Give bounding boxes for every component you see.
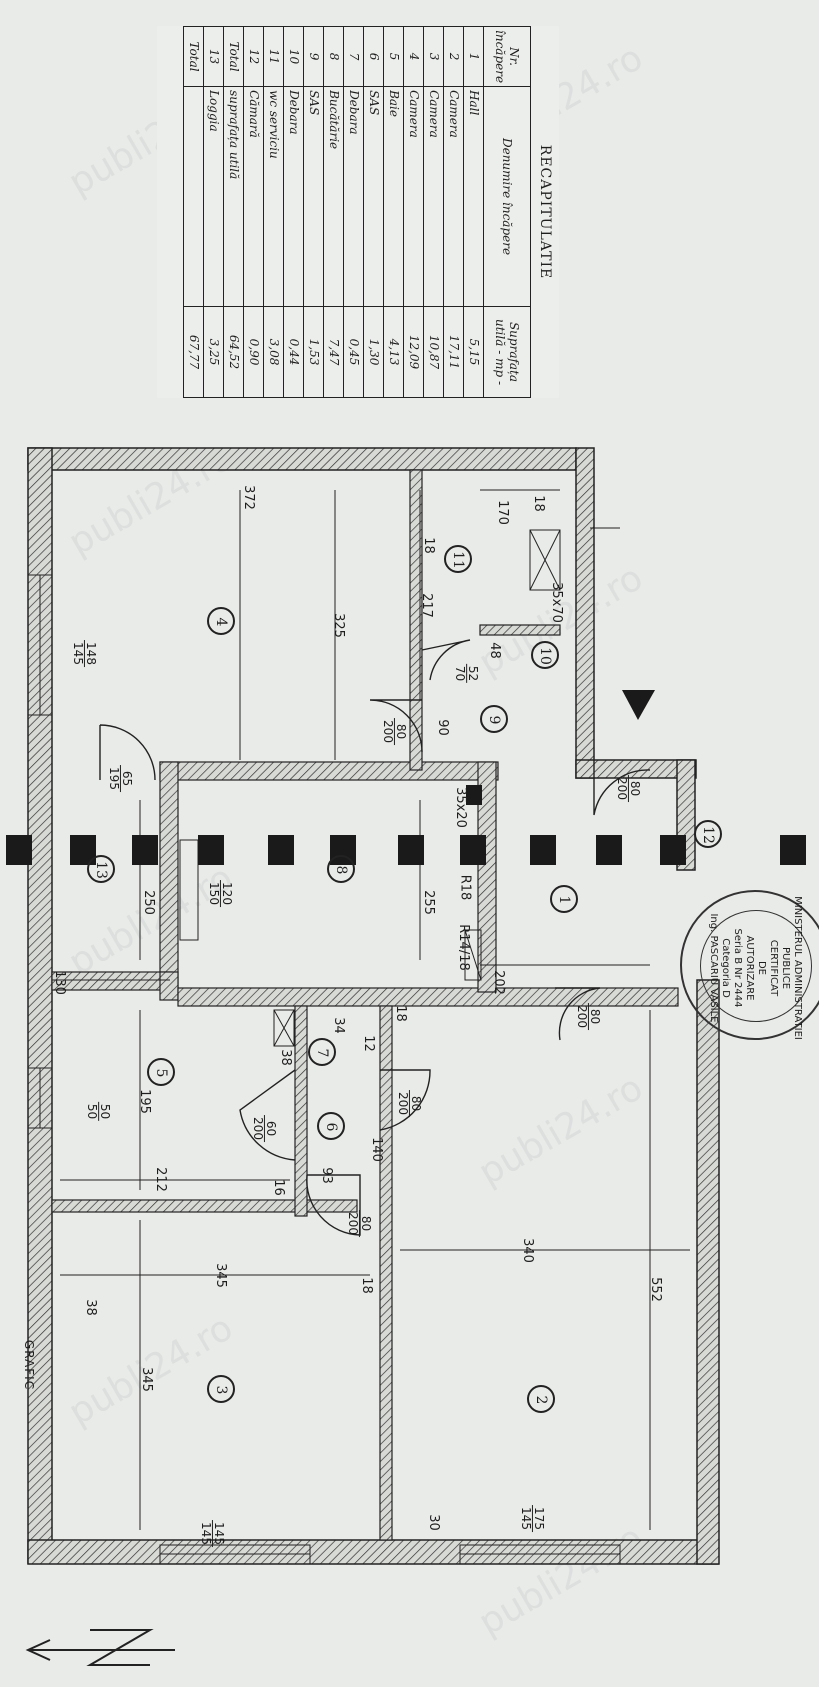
dimension-label: 552 [647, 1277, 663, 1302]
dimension-label: 16 [270, 1179, 286, 1196]
radiator-label: R18 [457, 874, 473, 901]
room-number-8: 8 [327, 855, 355, 883]
dimension-label: 340 [519, 1238, 535, 1263]
dimension-label: 18 [420, 537, 436, 554]
room-number-4: 4 [207, 607, 235, 635]
dimension-label: 195 [136, 1089, 152, 1114]
dimension-lines [52, 489, 690, 1530]
dimension-label: 202 [490, 970, 506, 995]
interior-walls [51, 469, 679, 1541]
ventilation-ducts [273, 529, 561, 1047]
dimension-label: 90 [434, 719, 450, 736]
dimension-label: 140 [368, 1137, 384, 1162]
dimension-label: 38 [277, 1049, 293, 1066]
north-arrow-icon [25, 1629, 175, 1666]
dimension-label: 34 [330, 1017, 346, 1034]
dimension-label: 255 [420, 890, 436, 915]
dimension-label: 35x20 [452, 787, 468, 828]
door-swings [99, 639, 651, 1236]
chimney-blocks [6, 785, 806, 865]
exterior-walls [27, 447, 720, 1565]
dimension-label: 18 [358, 1277, 374, 1294]
dimension-label: 250 [140, 890, 156, 915]
dimension-label: 170 [494, 500, 510, 525]
official-stamp: MINISTERUL ADMINISTRATIEI PUBLICE CERTIF… [680, 890, 819, 1040]
room-number-9: 9 [480, 705, 508, 733]
dimension-label: 48 [486, 642, 502, 659]
room-number-3: 3 [207, 1375, 235, 1403]
dimension-label: 212 [152, 1167, 168, 1192]
dimension-label: 93 [318, 1167, 334, 1184]
entrance-arrow [622, 690, 655, 720]
room-number-12: 12 [694, 820, 722, 848]
dimension-label: 18 [392, 1005, 408, 1022]
room-number-1: 1 [550, 885, 578, 913]
room-number-13: 13 [87, 855, 115, 883]
dimension-label: 35x70 [548, 582, 564, 623]
dimension-label: 372 [240, 485, 256, 510]
dimension-label: 325 [330, 613, 346, 638]
dimension-label: 38 [82, 1299, 98, 1316]
dimension-label: 345 [138, 1367, 154, 1392]
dimension-label: 12 [360, 1035, 376, 1052]
dimension-label: 217 [418, 593, 434, 618]
room-number-10: 10 [531, 641, 559, 669]
windows [27, 574, 621, 1565]
room-number-5: 5 [147, 1058, 175, 1086]
dimension-label: 30 [425, 1514, 441, 1531]
dimension-label: 18 [530, 495, 546, 512]
room-number-6: 6 [317, 1112, 345, 1140]
room-number-2: 2 [527, 1385, 555, 1413]
stamp-text: MINISTERUL ADMINISTRATIEI PUBLICE CERTIF… [708, 896, 803, 1040]
room-number-11: 11 [444, 545, 472, 573]
dimension-label: 345 [212, 1263, 228, 1288]
radiator-label: R14/18 [455, 924, 471, 971]
grafic-label: GRAFIC [22, 1339, 37, 1391]
dimension-label: 130 [51, 970, 67, 995]
room-number-7: 7 [308, 1038, 336, 1066]
